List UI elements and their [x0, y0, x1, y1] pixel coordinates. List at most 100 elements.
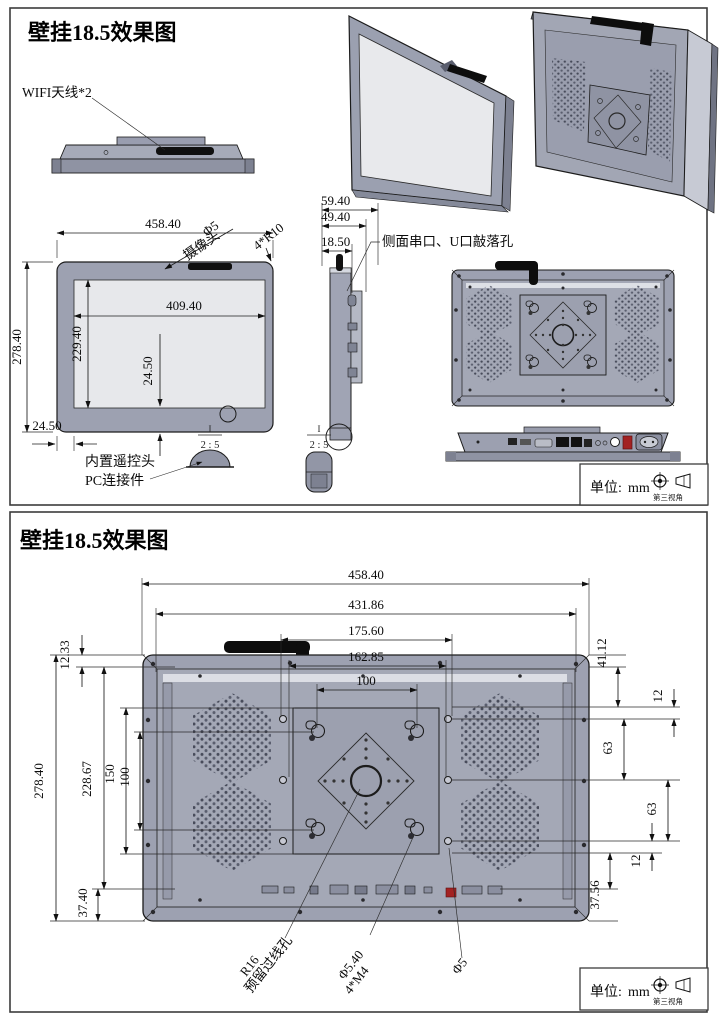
wifi-label: WIFI天线*2: [22, 85, 92, 100]
vent-left-top-large: [193, 693, 271, 783]
keyhole: [404, 720, 425, 741]
iso-front-antenna: [447, 64, 487, 83]
power-switch: [622, 435, 633, 450]
bottom-view-small: [445, 426, 681, 462]
antenna-mount-plate: [116, 136, 206, 146]
dim-top-3: 162.85: [348, 649, 384, 664]
camera-bar: [188, 263, 232, 270]
keyhole: [305, 818, 326, 839]
front-screen: [73, 279, 266, 409]
dim-top-2: 175.60: [348, 623, 384, 638]
bottom-dims-right: 41.12 12 63 63 12 37.56: [452, 638, 680, 922]
side-antenna: [336, 254, 343, 271]
dim-front-height: 278.40: [9, 329, 24, 365]
iso-front-screen: [358, 33, 495, 197]
dim-right-3: 63: [644, 803, 659, 816]
vent-left-bottom-large: [193, 781, 271, 871]
keyhole: [404, 818, 425, 839]
detail1-scale: 2 : 5: [201, 440, 220, 451]
third-angle-symbol-top: [651, 472, 691, 490]
dim-right-2: 63: [600, 742, 615, 755]
front-view: [56, 261, 274, 433]
keyhole: [305, 720, 326, 741]
bottom-panel: 壁挂18.5效果图: [9, 511, 709, 1013]
dim-left-5: 37.40: [75, 888, 90, 917]
top-title: 壁挂18.5效果图: [28, 20, 177, 45]
dim-left-1: 278.40: [31, 763, 46, 799]
unit-label-bottom: 单位:: [590, 984, 622, 1000]
unit-box-bottom: 单位: mm 第三视角: [579, 967, 709, 1011]
vent-right-bottom-large: [461, 781, 539, 871]
detail-remote: I 2 : 5 内置遥控头 PC连接件: [85, 424, 234, 489]
iso-vent-left: [552, 58, 586, 132]
wire-hole-leader: [284, 788, 361, 939]
detail-connector: I 2 : 5: [305, 424, 333, 493]
rear-view-large: [142, 641, 590, 922]
dim-side-total: 59.40: [321, 193, 350, 208]
detail-callout-circle: [219, 405, 237, 423]
vent-right-top-large: [461, 693, 539, 783]
through-hole-leader: [448, 847, 463, 959]
dim-front-width: 458.40: [145, 216, 181, 231]
iso-rear-antenna: [590, 16, 652, 32]
side-mount-bracket: [350, 290, 363, 384]
dim-side-front: 18.50: [321, 234, 350, 249]
dim-top-4: 100: [356, 673, 376, 688]
projection-label-top: 第三视角: [653, 492, 683, 502]
dim-bezel-left: 24.50: [32, 418, 61, 433]
dim-right-1: 12: [650, 690, 665, 703]
dim-left-0: 12.33: [57, 640, 72, 669]
dim-top-0: 458.40: [348, 567, 384, 582]
vent-left-top: [466, 285, 512, 337]
top-panel: 壁挂18.5效果图 WIFI天线*2 458.40: [9, 7, 719, 506]
side-ports-label: 侧面串口、U口敲落孔: [382, 233, 514, 249]
bottom-dims-top: 458.40 431.86 175.60 162.85 100: [141, 567, 590, 777]
unit-label-top: 单位:: [590, 480, 622, 496]
rear-antenna-large: [224, 641, 310, 653]
dim-screen-width: 409.40: [166, 298, 202, 313]
dim-side-mid: 49.40: [321, 209, 350, 224]
screws-small: [454, 272, 672, 403]
vesa-dots-small: [534, 309, 592, 361]
vesa-plate-small: [519, 294, 607, 376]
rear-view-small: [451, 261, 675, 407]
dim-screen-height: 229.40: [69, 326, 84, 362]
mount-screw-leader: [369, 834, 415, 936]
dim-left-3: 150: [102, 764, 117, 784]
dim-left-2: 228.67: [79, 761, 94, 797]
wire-hole-large: [349, 764, 383, 798]
unit-value-top: mm: [628, 481, 650, 496]
side-detail-circle: [325, 423, 353, 451]
bottom-title: 壁挂18.5效果图: [20, 528, 169, 553]
iso-vesa-plate: [587, 84, 651, 156]
dim-top-1: 431.86: [348, 597, 384, 612]
dim-right-5: 37.56: [587, 880, 602, 910]
vent-left-bottom: [466, 331, 512, 383]
iso-vent-right: [648, 68, 672, 162]
side-view: [325, 254, 363, 451]
corner-radius-leader: [265, 247, 272, 262]
remote-label-line1: 内置遥控头: [85, 454, 155, 470]
unit-value-bottom: mm: [628, 985, 650, 1000]
dim-right-0: 41.12: [594, 638, 609, 667]
side-view-dimensions: 59.40 49.40 18.50 侧面串口、U口敲落孔: [321, 193, 514, 293]
keyholes-large: [305, 720, 425, 839]
vesa-dots-large: [323, 738, 409, 824]
base-bar: [51, 158, 255, 174]
iso-rear-view: [530, 11, 719, 214]
dim-right-4: 12: [628, 855, 643, 868]
flat-top-view: [51, 136, 255, 174]
dim-left-4: 100: [117, 767, 132, 787]
screws-large: [145, 660, 587, 915]
wifi-antenna-folded: [156, 147, 214, 155]
wifi-leader-line: [91, 97, 166, 151]
vent-right-bottom: [614, 331, 660, 383]
vesa-plate-large: [292, 707, 440, 855]
wifi-callout: WIFI天线*2: [22, 85, 166, 151]
dim-bezel-bottom: 24.50: [140, 356, 155, 385]
iso-front-view: [348, 15, 515, 213]
power-button: [610, 437, 620, 447]
rear-antenna-small: [495, 261, 537, 270]
